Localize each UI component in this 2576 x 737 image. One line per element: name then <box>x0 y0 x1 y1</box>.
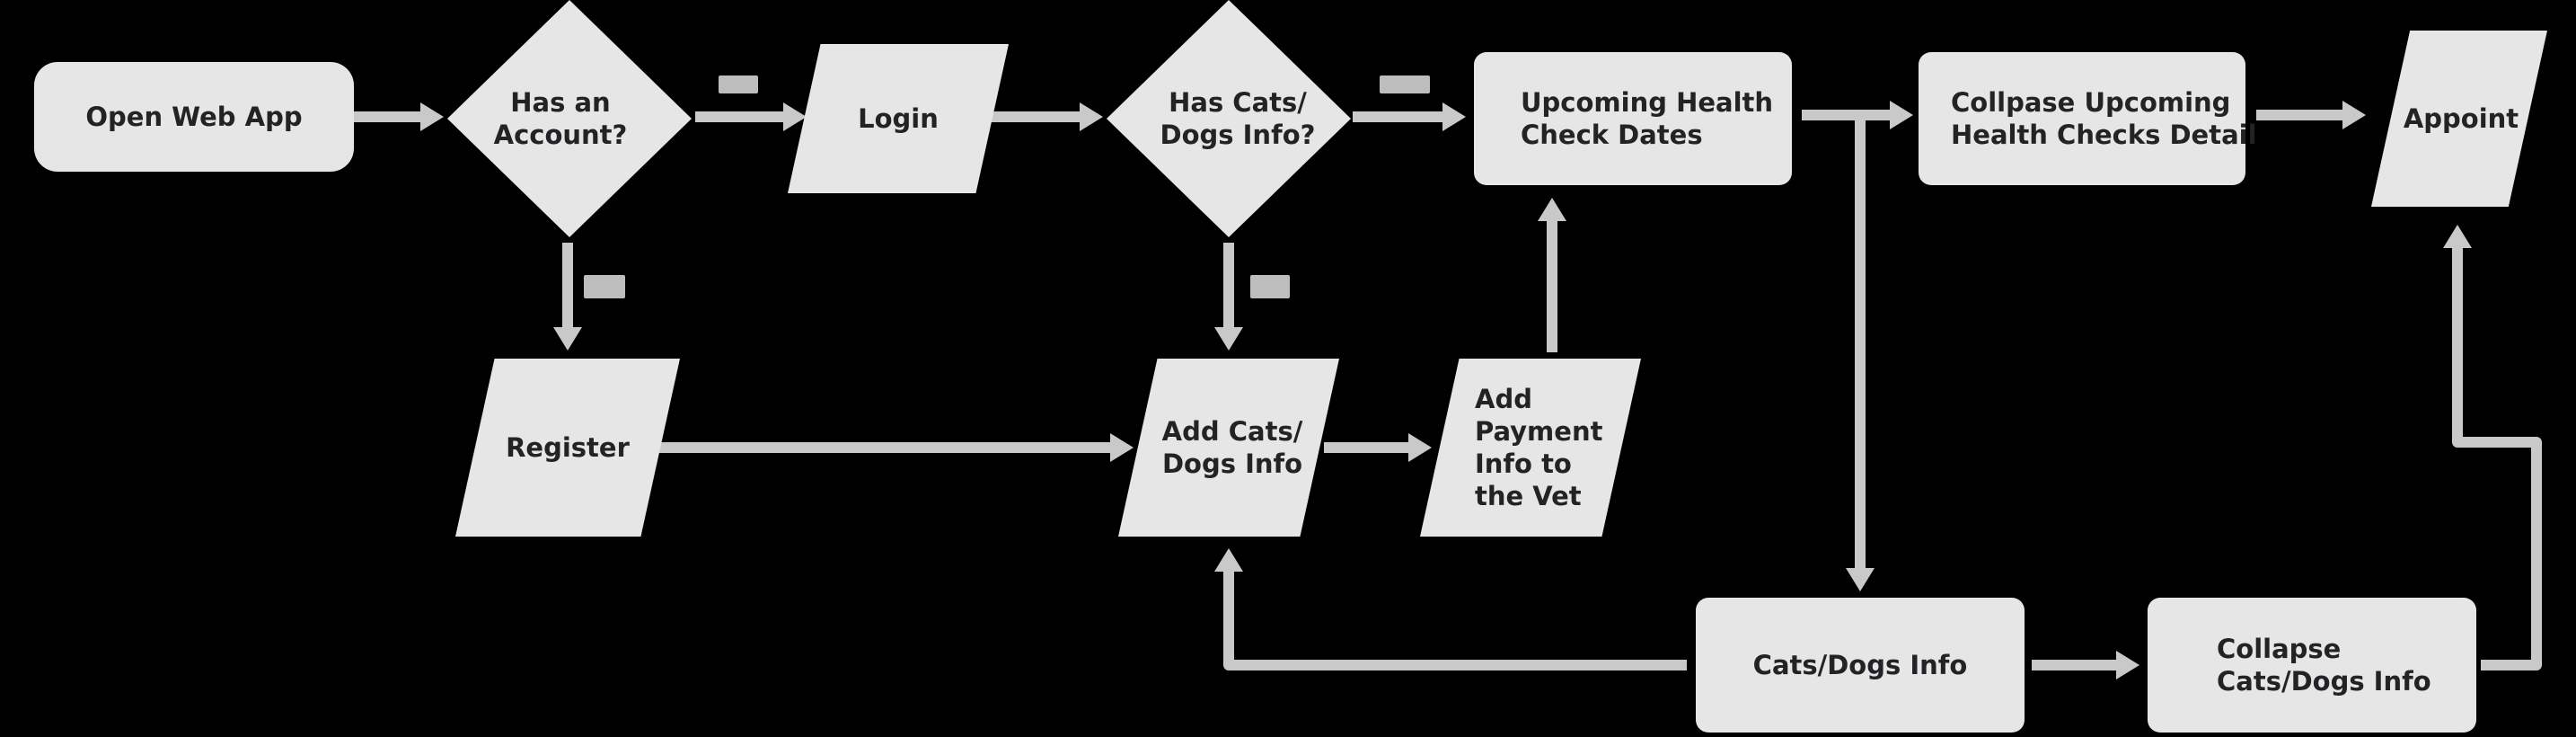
arrowhead <box>2443 225 2472 248</box>
arrowhead <box>1408 433 1432 462</box>
arrowhead <box>1214 548 1243 572</box>
edge-upcoming-to-collapse <box>1802 101 1913 129</box>
edge-payment-to-upcoming <box>1538 198 1566 352</box>
node-collapse-upcoming-shape <box>1919 52 2245 185</box>
node-collapse-pet-info-label-line: Collapse <box>2217 634 2341 664</box>
node-appoint: Appoint <box>2371 31 2547 207</box>
node-add-payment-label-line: the Vet <box>1475 481 1582 511</box>
node-open-web-app: Open Web App <box>34 62 354 172</box>
edge-condition-tag <box>584 275 625 298</box>
arrowhead <box>1890 101 1913 129</box>
arrowhead <box>783 102 807 131</box>
node-pet-info-label-line: Cats/Dogs Info <box>1753 650 1968 680</box>
edge-line <box>1223 570 1687 670</box>
node-login-label-line: Login <box>858 103 939 134</box>
node-add-payment-label-line: Payment <box>1475 416 1603 447</box>
node-open-web-app-shape <box>34 62 354 172</box>
node-collapse-pet-info-shape <box>2148 598 2476 733</box>
node-collapse-upcoming-label-line: Health Checks Detail <box>1951 120 2257 150</box>
arrowhead <box>1538 198 1566 221</box>
edge-register-to-add-pet <box>659 433 1134 462</box>
node-add-pet-info: Add Cats/Dogs Info <box>1118 359 1339 537</box>
node-pet-info-shape <box>1696 598 2025 733</box>
node-upcoming-health-check-shape <box>1474 52 1792 185</box>
node-login: Login <box>788 44 1009 193</box>
node-register-label-line: Register <box>506 432 630 463</box>
node-appoint-label-line: Appoint <box>2404 103 2519 134</box>
node-register-shape <box>455 359 680 537</box>
edge-condition-tag <box>1250 275 1290 298</box>
edge-condition-tag <box>1380 75 1430 93</box>
arrowhead <box>1080 102 1103 131</box>
node-add-pet-info-shape <box>1118 359 1339 537</box>
edge-add-pet-to-payment <box>1324 433 1432 462</box>
node-appoint-shape <box>2371 31 2547 207</box>
edge-has-pet-info-to-add-pet <box>1214 243 1290 351</box>
edge-line <box>2452 246 2542 670</box>
node-add-pet-info-label-line: Add Cats/ <box>1162 416 1303 447</box>
arrowhead <box>2116 651 2139 679</box>
edge-condition-tag <box>719 75 758 93</box>
arrowhead <box>553 327 582 351</box>
node-login-shape <box>788 44 1009 193</box>
node-add-payment-label-line: Add <box>1475 384 1532 414</box>
edge-upcoming-to-pet-info <box>1846 120 1875 591</box>
node-has-account-label-line: Account? <box>494 120 628 150</box>
node-pet-info: Cats/Dogs Info <box>1696 598 2025 733</box>
node-register: Register <box>455 359 680 537</box>
node-collapse-upcoming-label-line: Collpase Upcoming <box>1951 87 2230 118</box>
node-has-pet-info-shape <box>1107 0 1351 237</box>
edge-pet-info-to-collapse-pet <box>2032 651 2139 679</box>
arrowhead <box>420 102 444 131</box>
arrowhead <box>1442 102 1466 131</box>
node-has-account-label-line: Has an <box>510 87 610 118</box>
arrowhead <box>2342 101 2366 129</box>
arrowhead <box>1214 327 1243 351</box>
edge-has-account-to-register <box>553 243 625 351</box>
arrowhead <box>1110 433 1134 462</box>
node-add-payment-label-line: Info to <box>1475 448 1572 479</box>
edges <box>329 75 2542 679</box>
node-upcoming-health-check-label-line: Check Dates <box>1521 120 1703 150</box>
arrowhead <box>1846 568 1875 591</box>
node-has-pet-info-label-line: Dogs Info? <box>1160 120 1316 150</box>
node-upcoming-health-check-label-line: Upcoming Health <box>1521 87 1773 118</box>
node-add-payment-shape <box>1420 359 1641 537</box>
node-add-pet-info-label-line: Dogs Info <box>1162 448 1302 479</box>
node-open-web-app-label-line: Open Web App <box>85 102 302 132</box>
node-has-pet-info-label-line: Has Cats/ <box>1169 87 1307 118</box>
edge-pet-info-to-add-pet <box>1214 548 1687 670</box>
node-collapse-pet-info-label-line: Cats/Dogs Info <box>2217 666 2431 697</box>
node-has-account-shape <box>447 0 692 237</box>
edge-has-account-to-login <box>695 75 807 131</box>
edge-collapse-pet-to-appoint <box>2443 225 2542 670</box>
edge-collapse-to-appoint <box>2256 101 2366 129</box>
node-has-pet-info: Has Cats/Dogs Info? <box>1107 0 1351 237</box>
edge-login-to-has-pet-info <box>988 102 1103 131</box>
edge-has-pet-info-to-upcoming <box>1353 75 1466 131</box>
